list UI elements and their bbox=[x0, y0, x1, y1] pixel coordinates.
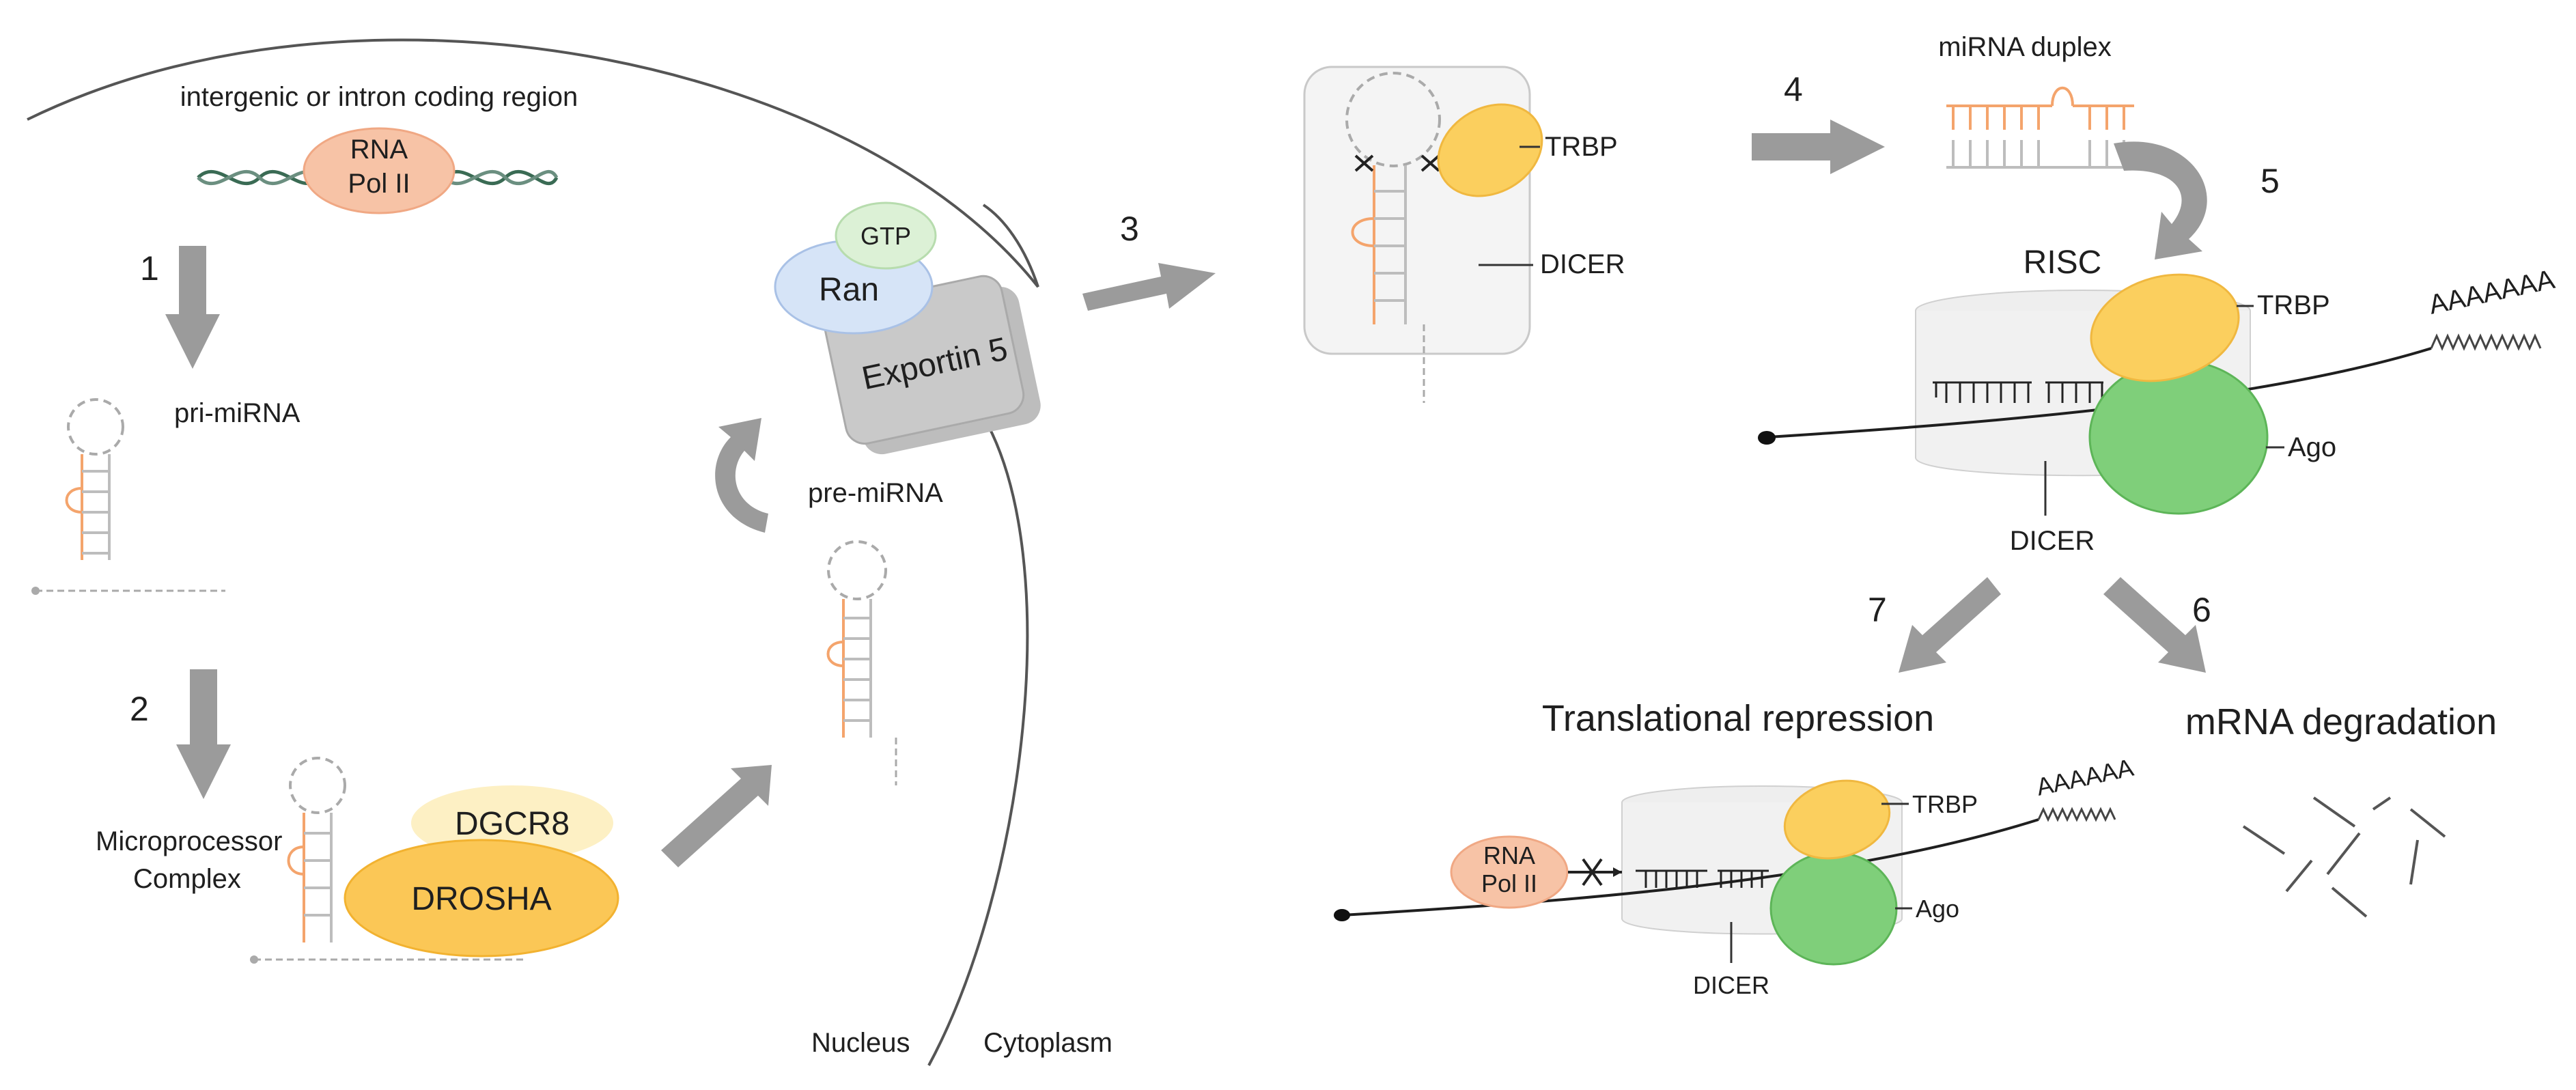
step-6-number: 6 bbox=[2192, 591, 2211, 629]
cytoplasm-label: Cytoplasm bbox=[983, 1028, 1112, 1058]
step-2-arrow bbox=[176, 669, 231, 799]
rna-pol-ii-blob-repression bbox=[1450, 835, 1569, 909]
microprocessor-hairpin bbox=[250, 757, 526, 964]
gtp-blob bbox=[835, 201, 937, 270]
dicer-label-repression: DICER bbox=[1693, 971, 1769, 999]
nuclear-envelope-inner bbox=[927, 416, 1029, 1066]
mrna-degradation-title: mRNA degradation bbox=[2185, 701, 2497, 742]
mirna-duplex bbox=[1946, 86, 2134, 169]
ago-blob-repression bbox=[1769, 851, 1898, 966]
blocked-arrowhead bbox=[1613, 867, 1622, 877]
trbp-blob-dicer bbox=[1437, 103, 1543, 197]
exportin-complex bbox=[774, 201, 1041, 455]
pre-mirna-hairpin bbox=[826, 540, 897, 785]
trbp-blob-risc bbox=[2090, 273, 2240, 382]
dna-helix-icon bbox=[197, 169, 559, 186]
blocked-arrow bbox=[1568, 858, 1622, 886]
rna-pol-ii-repression-2: Pol II bbox=[1481, 869, 1537, 897]
rna-pol-ii-blob bbox=[303, 127, 456, 214]
mrna-cap-repression bbox=[1334, 909, 1350, 921]
dicer-label-top: DICER bbox=[1540, 249, 1625, 279]
pri-mirna-hairpin bbox=[31, 398, 225, 595]
rna-pol-ii-repression-1: RNA bbox=[1483, 841, 1535, 869]
step-6-arrow bbox=[2103, 577, 2206, 673]
rna-pol-ii-label-1: RNA bbox=[350, 135, 408, 165]
step-4-arrow bbox=[1752, 120, 1885, 174]
nucleus-label: Nucleus bbox=[811, 1028, 910, 1058]
step-5-arrow bbox=[2114, 141, 2207, 260]
ran-label: Ran bbox=[819, 272, 879, 308]
mrna-fragments bbox=[2242, 796, 2446, 918]
recycle-arrow bbox=[715, 418, 768, 533]
polya-label-repression: AAAAAA bbox=[2034, 753, 2136, 801]
mirna-duplex-label: miRNA duplex bbox=[1938, 32, 2111, 62]
trbp-label-dicer: TRBP bbox=[1545, 132, 1618, 162]
trbp-blob-repression bbox=[1783, 779, 1891, 860]
translational-repression-title: Translational repression bbox=[1542, 698, 1934, 739]
mrna-cap-risc bbox=[1758, 431, 1776, 445]
export-arrow bbox=[661, 765, 772, 867]
step-5-number: 5 bbox=[2260, 162, 2280, 200]
dicer-label-risc: DICER bbox=[2010, 526, 2095, 556]
drosha-blob bbox=[344, 839, 619, 958]
nuclear-envelope bbox=[27, 38, 1039, 288]
ago-blob-risc bbox=[2088, 359, 2269, 515]
coding-region-label: intergenic or intron coding region bbox=[180, 82, 578, 112]
trbp-label-risc: TRBP bbox=[2257, 290, 2330, 320]
step-1-number: 1 bbox=[140, 249, 159, 288]
ago-label-repression: Ago bbox=[1916, 895, 1959, 923]
gtp-label: GTP bbox=[860, 222, 911, 250]
polya-label-risc: AAAAAAA bbox=[2426, 264, 2558, 320]
dgcr8-label: DGCR8 bbox=[455, 806, 570, 842]
mrna-strand-repression bbox=[1341, 818, 2039, 917]
rna-pol-ii-label-2: Pol II bbox=[348, 169, 410, 199]
pre-mirna-label: pre-miRNA bbox=[808, 478, 943, 508]
polya-tail-risc bbox=[2430, 333, 2542, 351]
risc-label: RISC bbox=[2024, 244, 2102, 281]
step-1-arrow bbox=[165, 246, 220, 369]
microprocessor-label-2: Complex bbox=[133, 864, 241, 894]
step-2-number: 2 bbox=[130, 690, 149, 728]
microprocessor-label-1: Microprocessor bbox=[96, 826, 282, 856]
ago-label-risc: Ago bbox=[2288, 432, 2336, 462]
pri-mirna-label: pri-miRNA bbox=[174, 398, 300, 428]
step-3-number: 3 bbox=[1120, 210, 1139, 248]
step-7-arrow bbox=[1899, 577, 2001, 673]
polya-tail-repression bbox=[2037, 807, 2116, 822]
drosha-label: DROSHA bbox=[411, 881, 551, 917]
step-7-number: 7 bbox=[1868, 591, 1887, 629]
step-3-arrow bbox=[1082, 263, 1216, 311]
step-4-number: 4 bbox=[1784, 70, 1803, 109]
trbp-label-repression: TRBP bbox=[1912, 790, 1978, 818]
